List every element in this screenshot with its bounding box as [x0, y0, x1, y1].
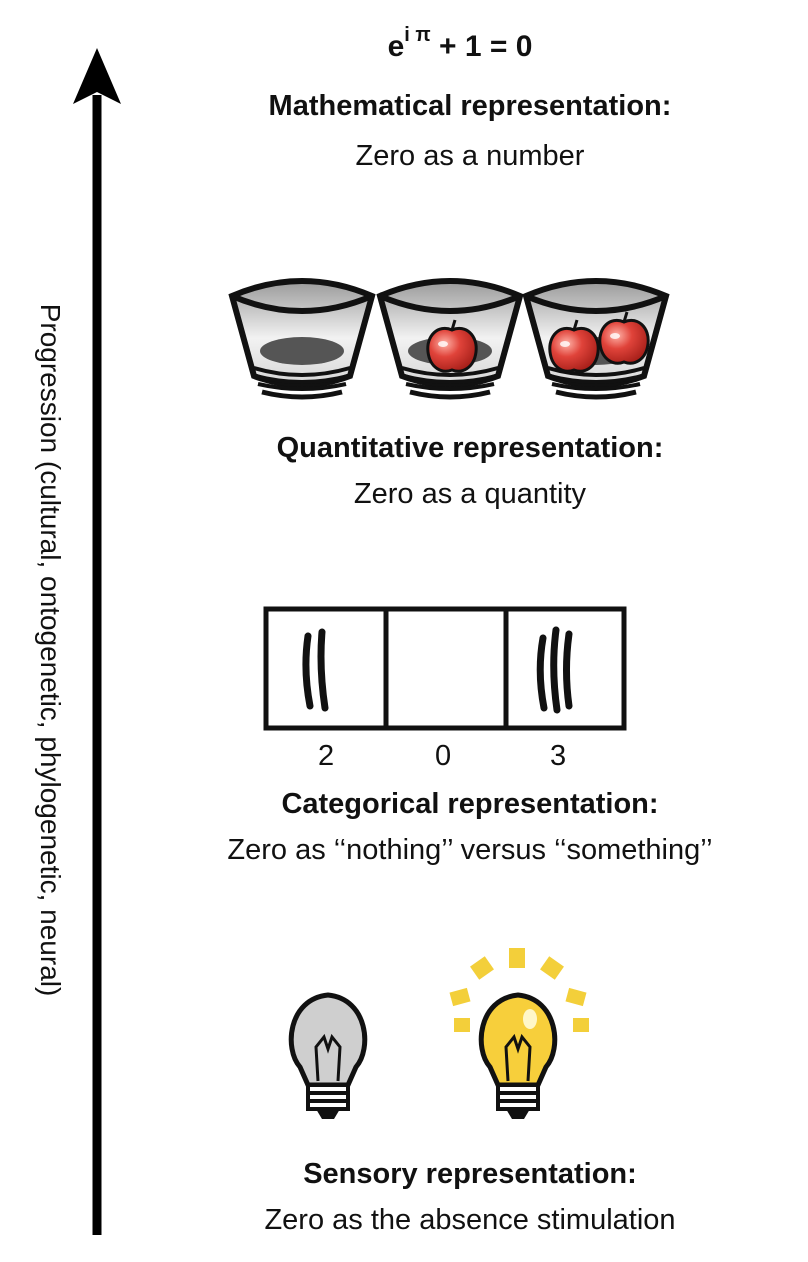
mathematical-title: Mathematical representation:	[268, 90, 672, 122]
euler-formula: ei π + 1 = 0	[330, 24, 590, 64]
sensory-title: Sensory representation:	[303, 1158, 637, 1190]
light-rays	[449, 948, 589, 1032]
quantitative-description: Zero as a quantity	[353, 478, 587, 510]
number-three: 3	[550, 740, 567, 772]
formula-base: e	[387, 30, 405, 63]
sensory-description: Zero as the absence stimulation	[264, 1204, 676, 1236]
tally-two	[302, 628, 329, 712]
formula-rest: + 1 = 0	[430, 30, 533, 63]
bulb-off-icon	[288, 992, 368, 1119]
categorical-description: Zero as ‘‘nothing’’ versus ‘‘something’’	[227, 834, 713, 866]
quantitative-title: Quantitative representation:	[276, 432, 664, 464]
bulb-on-icon	[478, 992, 558, 1119]
tally-three	[536, 626, 573, 714]
number-two: 2	[318, 740, 335, 772]
number-zero: 0	[435, 740, 452, 772]
formula-exponent: i π	[404, 24, 431, 46]
categorical-title: Categorical representation:	[281, 788, 659, 820]
mathematical-description: Zero as a number	[355, 140, 585, 172]
